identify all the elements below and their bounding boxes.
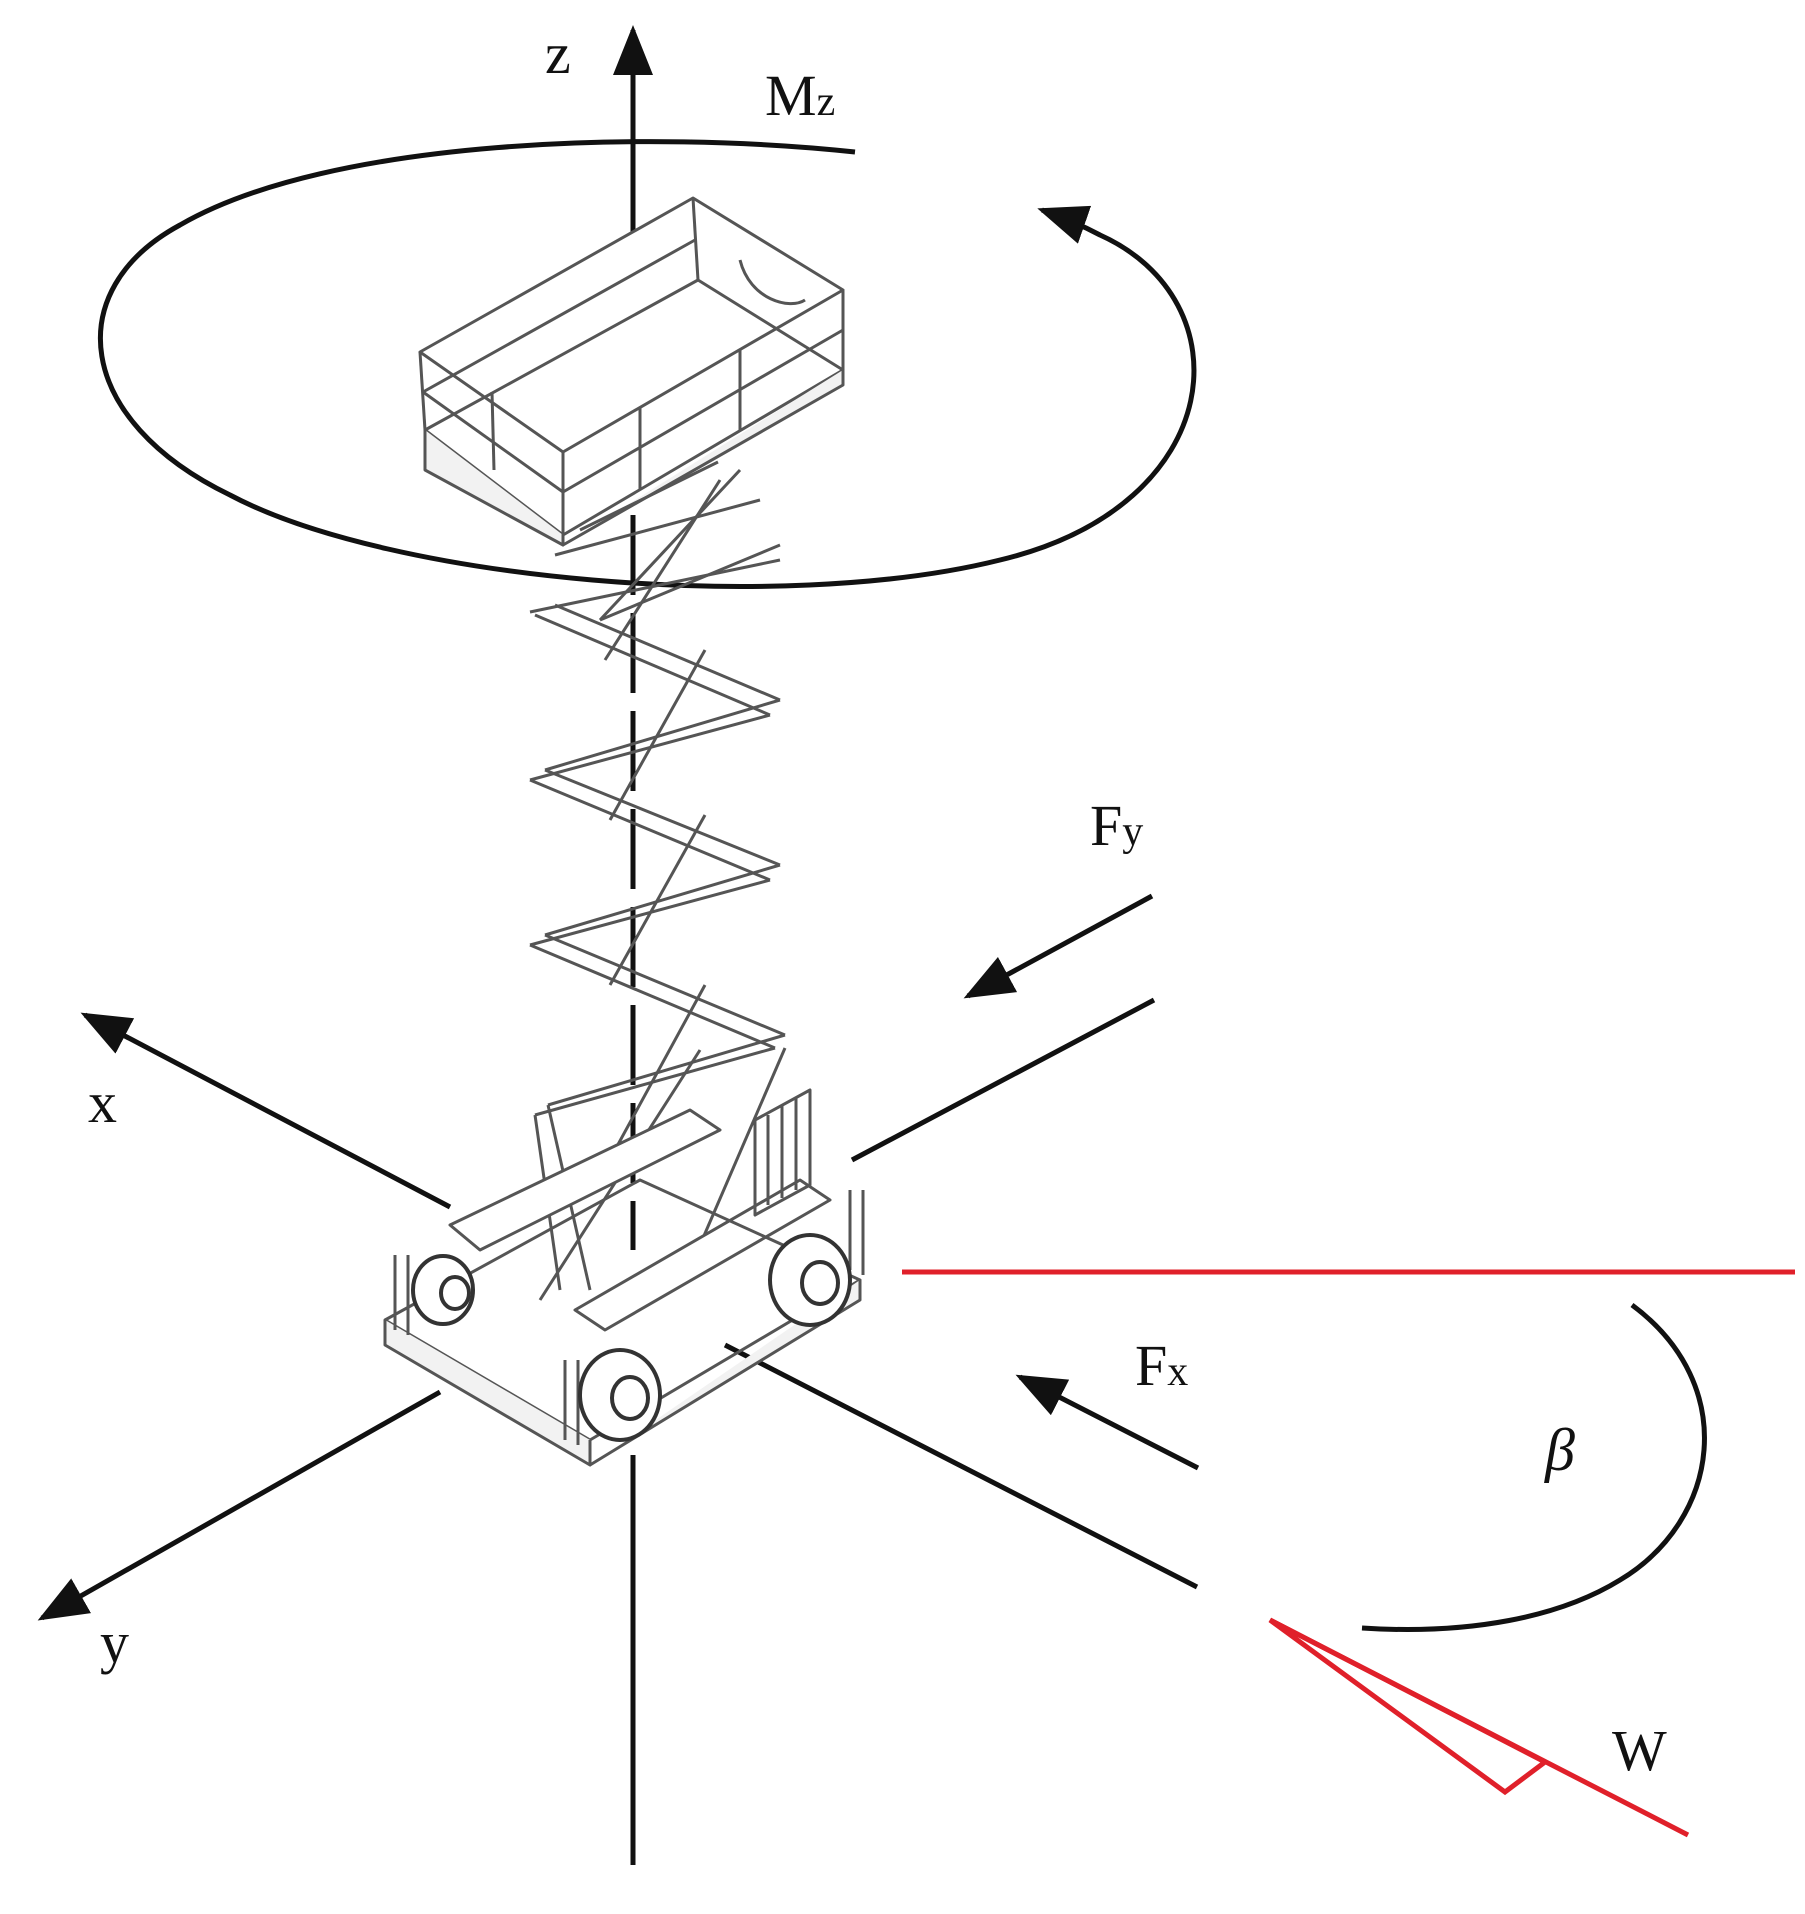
chassis (383, 1088, 865, 1467)
scissor-arm (603, 479, 722, 661)
wind-angle (1361, 1302, 1707, 1632)
wind-label: W (1612, 1718, 1667, 1783)
scissor-arm (613, 984, 707, 1151)
wheel-front-right-hub (610, 1375, 650, 1421)
moment-z-ellipse (97, 139, 1197, 589)
y-axis-line (37, 1389, 442, 1621)
scissor-arm (608, 649, 707, 821)
chassis-top-left-rail (448, 1108, 722, 1252)
wind-arrow-head (1268, 1617, 1550, 1796)
scissor-arm (534, 613, 771, 717)
scissor-arm (544, 863, 781, 937)
rear-panel (753, 1088, 812, 1217)
scissor-arm (599, 543, 781, 622)
scissor-lift (383, 196, 865, 1467)
scissor-arm (608, 814, 707, 986)
chassis-top-right-rail (573, 1178, 832, 1332)
x-axis-label: x (88, 1070, 117, 1135)
scissor-arm (544, 768, 781, 867)
scissor-arm (547, 1033, 786, 1107)
wind-direction (902, 1269, 1795, 1838)
wind-angle-arc (1361, 1302, 1707, 1632)
wheels (411, 1233, 852, 1442)
scissor-arm (529, 943, 776, 1050)
force-y-label: Fy (1090, 793, 1143, 858)
force-y-arrow (963, 893, 1154, 999)
y-axis-label: y (100, 1610, 129, 1675)
scissor-arm (534, 1046, 776, 1117)
scissor-arm (598, 468, 742, 622)
platform-post (691, 197, 700, 281)
z-axis-label: z (545, 21, 571, 86)
x-axis-line (80, 1012, 452, 1210)
wheel-front-left-hub (439, 1275, 471, 1311)
force-x-arrow (1015, 1374, 1200, 1471)
scissor-arm (544, 933, 786, 1037)
platform-gate (738, 259, 806, 306)
chassis-front-face (383, 1320, 592, 1467)
force-x: Fx (1015, 1333, 1200, 1471)
scissor-arm (579, 460, 719, 532)
platform-post (490, 391, 496, 471)
moment-z-label: Mz (765, 63, 835, 128)
scissor-arm (544, 698, 781, 772)
wind-angle-label: β (1544, 1417, 1575, 1483)
platform-basket (418, 196, 845, 547)
force-y: Fy (963, 793, 1154, 999)
scissor-arm (554, 498, 761, 557)
platform-mid-rail (422, 390, 564, 494)
x-axis-opposite-line (723, 1342, 1199, 1590)
moment-z: Mz (97, 63, 1197, 589)
platform-mid-rail (562, 328, 844, 494)
force-x-label: Fx (1135, 1333, 1188, 1398)
platform-toe-board-front (423, 430, 565, 547)
scissor-arm (529, 558, 781, 614)
scissor-arm (554, 603, 781, 702)
scissor-arms (529, 460, 787, 1301)
chassis-side-face (589, 1280, 862, 1467)
wheel-rear-right-hub (800, 1260, 840, 1306)
platform-mid-rail (422, 238, 696, 394)
scissor-arm (529, 778, 771, 882)
y-axis-opposite-line (850, 997, 1156, 1163)
